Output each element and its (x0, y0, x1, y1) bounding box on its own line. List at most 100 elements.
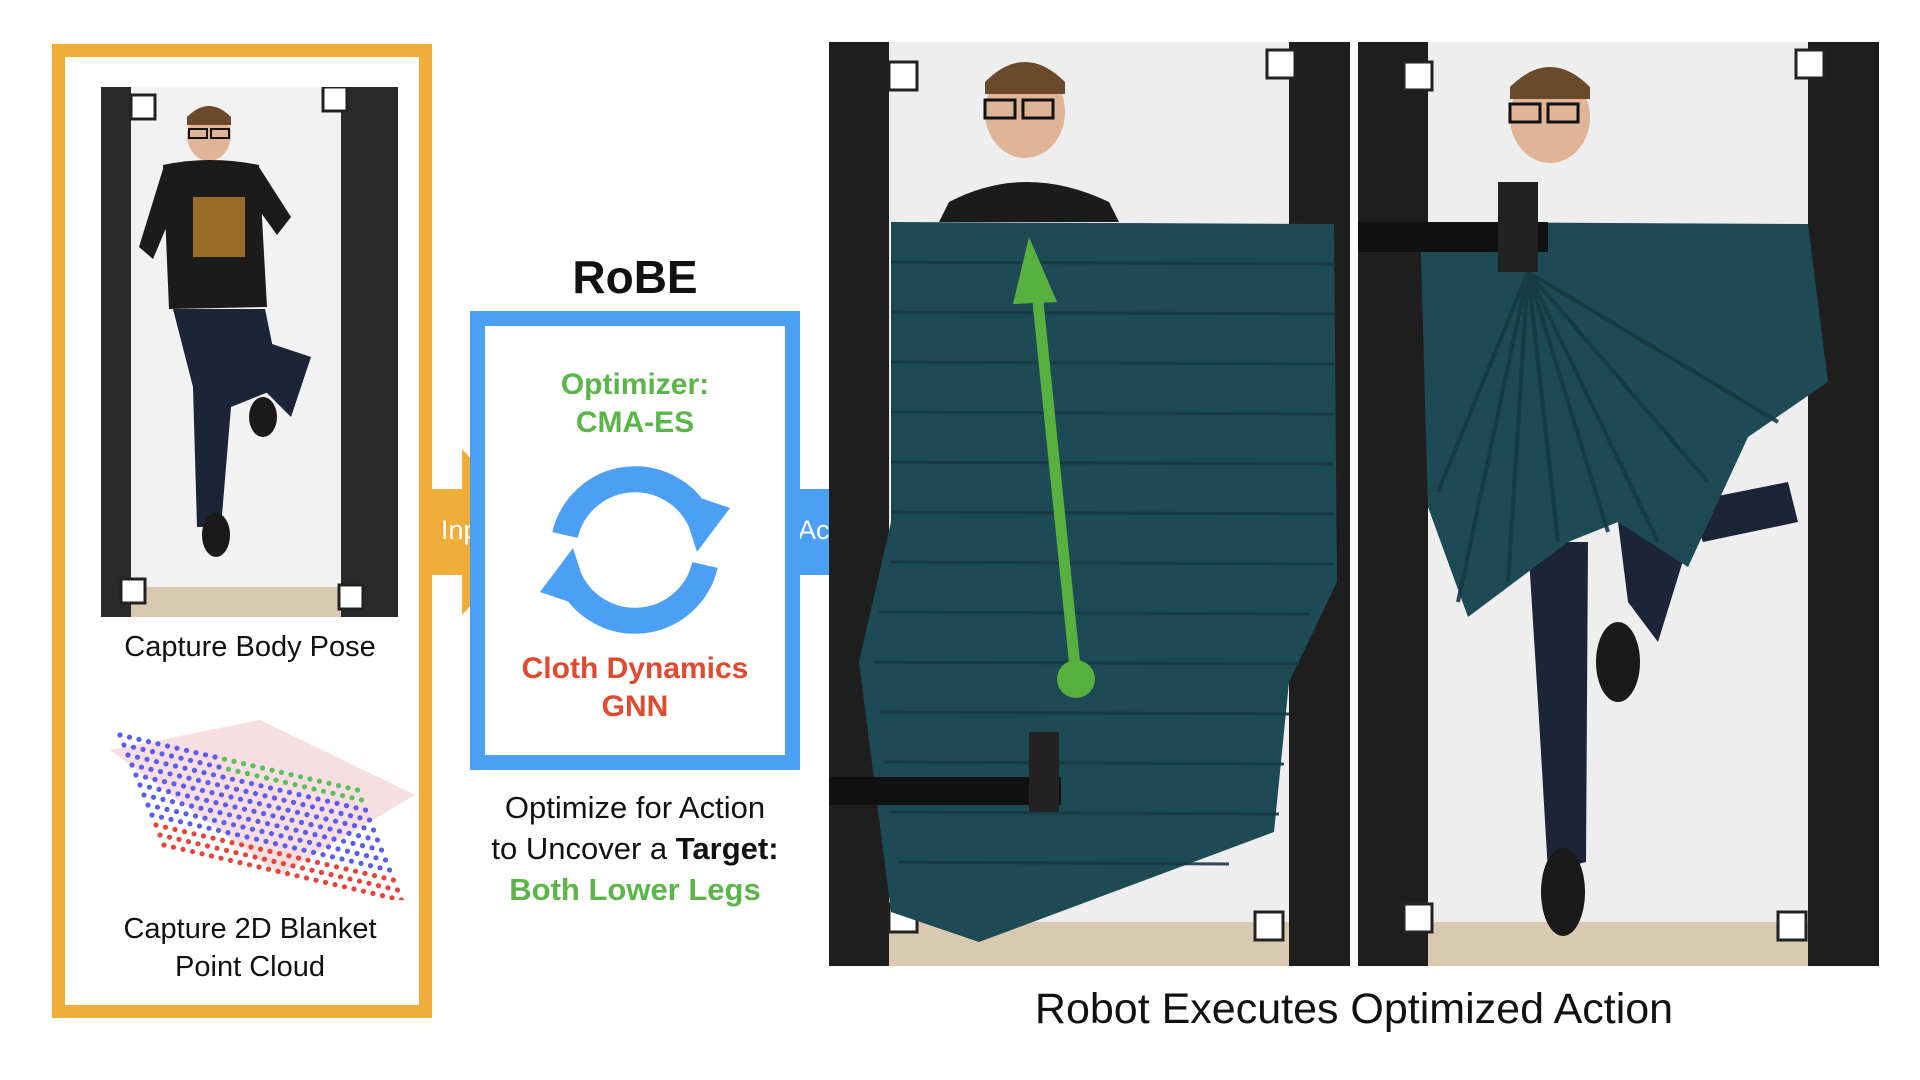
point-cloud-dot (320, 788, 327, 794)
point-cloud-dot (158, 814, 165, 820)
point-cloud-dot (134, 754, 141, 760)
point-cloud-dot (285, 807, 291, 813)
point-cloud-dot (191, 767, 198, 773)
point-cloud-dot (164, 743, 171, 749)
point-cloud-dot (290, 799, 297, 805)
point-cloud-dot (370, 827, 377, 833)
point-cloud-dot (202, 815, 208, 821)
point-cloud-dot (259, 828, 265, 834)
point-cloud-dot (349, 795, 355, 801)
point-cloud-dot (267, 785, 274, 791)
point-cloud-dot (180, 783, 187, 789)
point-cloud-dot (238, 842, 245, 848)
point-cloud-dot (335, 783, 342, 789)
point-cloud-dot (282, 779, 289, 785)
point-cloud-dot (248, 781, 255, 787)
point-cloud-dot (140, 746, 146, 752)
point-cloud-dot (319, 806, 325, 812)
point-cloud-dot (160, 796, 166, 802)
point-cloud-dot (362, 870, 368, 876)
point-cloud-dot (292, 782, 298, 788)
point-cloud-dot (309, 867, 315, 873)
point-cloud-dot (189, 849, 196, 855)
point-cloud-dot (225, 830, 231, 836)
point-cloud-dot (297, 837, 303, 843)
point-cloud-dot (176, 836, 182, 842)
point-cloud-dot (300, 802, 306, 808)
point-cloud-dot (287, 835, 294, 841)
dynamics-model-name: GNN (601, 690, 669, 723)
point-cloud-dot (359, 843, 366, 849)
point-cloud-dot (174, 745, 180, 751)
point-cloud-dot (281, 797, 287, 803)
point-cloud-dot (212, 754, 218, 760)
point-cloud-dot (181, 829, 188, 835)
point-cloud-dot (168, 816, 174, 822)
point-cloud-dot (328, 872, 334, 878)
point-cloud-dot (373, 855, 379, 861)
point-cloud-dot (379, 893, 386, 899)
point-cloud-dot (358, 797, 365, 803)
point-cloud-dot (152, 776, 158, 782)
point-cloud-dot (165, 789, 172, 795)
point-cloud-caption: Capture 2D Blanket Point Cloud (60, 910, 440, 986)
point-cloud-dot (259, 765, 266, 771)
point-cloud-dot (240, 824, 246, 830)
point-cloud-dot (280, 861, 287, 867)
point-cloud-dot (390, 877, 397, 883)
point-cloud-dot (284, 871, 291, 877)
point-cloud-dot (315, 796, 321, 802)
point-cloud-dot (149, 749, 156, 755)
point-cloud-dot (252, 854, 258, 860)
point-cloud-dot (313, 814, 320, 820)
point-cloud-dot (389, 895, 395, 901)
body-pose-caption: Capture Body Pose (124, 631, 376, 663)
point-cloud-dot (240, 761, 247, 767)
point-cloud-dot (155, 741, 161, 747)
point-cloud-dot (145, 739, 152, 745)
point-cloud-dot (182, 765, 188, 771)
point-cloud-dot (366, 880, 372, 886)
point-cloud-dot (298, 819, 305, 825)
point-cloud-dot (313, 877, 319, 883)
point-cloud-dot (260, 811, 267, 817)
point-cloud-dot (333, 864, 340, 870)
point-cloud-dot (207, 807, 214, 813)
goal-line-1: Optimize for Action (504, 790, 766, 825)
point-cloud-dot (185, 839, 192, 845)
point-cloud-dot (351, 823, 358, 829)
point-cloud-dot (248, 844, 254, 850)
point-cloud-dot (198, 805, 204, 811)
point-cloud-dot (172, 763, 179, 769)
point-cloud-dot (129, 762, 135, 768)
point-cloud-dot (357, 815, 363, 821)
point-cloud-dot (195, 841, 201, 847)
optimizer-name: CMA-ES (575, 406, 695, 439)
robe-title: RoBE (572, 251, 698, 303)
point-cloud-dot (337, 874, 344, 880)
point-cloud-dot (195, 777, 202, 783)
body-pose-photo (101, 87, 398, 617)
optimizer-label: Optimizer: (560, 368, 710, 401)
point-cloud-dot (331, 836, 337, 842)
point-cloud-dot (183, 747, 190, 753)
point-cloud-dot (353, 805, 359, 811)
point-cloud-dot (154, 804, 161, 810)
point-cloud-dot (332, 818, 339, 824)
point-cloud-dot (186, 775, 192, 781)
point-cloud-dot (382, 857, 389, 863)
point-cloud-dot (350, 840, 356, 846)
point-cloud-dot (355, 833, 362, 839)
point-cloud-dot (178, 755, 184, 761)
after-action-photo (1358, 42, 1879, 966)
point-cloud-dot (194, 795, 200, 801)
point-cloud-dot (312, 832, 318, 838)
point-cloud-dot (347, 876, 353, 882)
point-cloud-dot (340, 838, 347, 844)
point-cloud-dot (369, 845, 375, 851)
point-cloud-dot (268, 831, 275, 837)
point-cloud-dot (274, 823, 280, 829)
point-cloud-dot (237, 860, 243, 866)
point-cloud-dot (249, 826, 256, 832)
point-cloud-dot (217, 810, 223, 816)
